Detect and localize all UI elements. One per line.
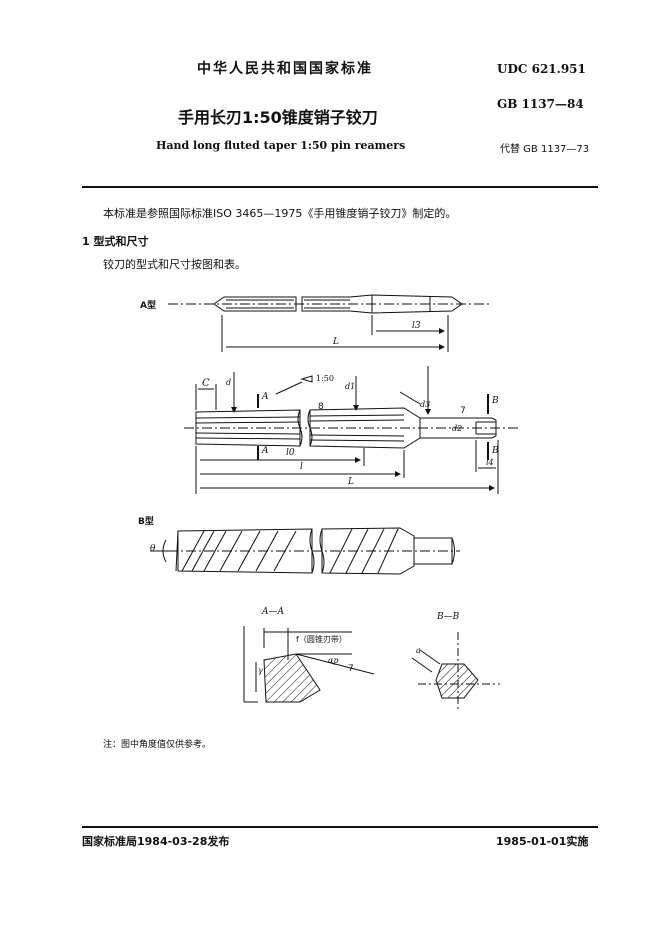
l-label: l: [300, 462, 303, 472]
footer-rule: [82, 826, 598, 828]
section-b-b: [411, 632, 500, 712]
issue-date: 国家标准局1984-03-28发布: [82, 835, 230, 848]
section-a-bottom-label: A: [262, 446, 269, 456]
type-a-overview: [168, 294, 490, 352]
diameter-d1-label: d1: [345, 382, 356, 391]
l0-label: l0: [286, 448, 295, 458]
gamma-label: γ: [258, 666, 263, 675]
type-b-overview: [150, 527, 460, 575]
alpha-label: αp: [328, 656, 339, 665]
main-reamer: [184, 366, 520, 494]
diameter-d3-label: d3: [420, 400, 431, 409]
page-title: 手用长刃1:50锥度销子铰刀: [178, 108, 378, 127]
type-b-label: B型: [138, 517, 154, 527]
overall-length-label: L: [348, 477, 354, 487]
figure-note: 注：图中角度值仅供参考。: [103, 740, 212, 750]
section-b-b-title: B—B: [437, 612, 460, 622]
type-a-label: A型: [140, 301, 156, 311]
diameter-d-label: d: [226, 378, 232, 387]
l4-label: l4: [486, 458, 494, 467]
section-a-a-title: A—A: [262, 607, 284, 617]
english-title: Hand long fluted taper 1:50 pin reamers: [156, 139, 406, 152]
replaces-note: 代替 GB 1137—73: [500, 144, 590, 155]
square-a-label: a: [416, 646, 421, 655]
margin-label: f（圆锥刃带）: [296, 635, 347, 644]
overall-length-a-label: L: [333, 337, 339, 347]
taper-label: 1:50: [316, 374, 334, 383]
intro-paragraph: 本标准是参照国际标准ISO 3465—1975《手用锥度销子铰刀》制定的。: [103, 207, 457, 220]
roughness-7-label: 7: [460, 406, 466, 416]
section-a-a: [243, 626, 375, 703]
chamfer-c-label: C: [202, 378, 210, 389]
roughness-7-section-label: 7: [348, 664, 354, 674]
theta-label: θ: [150, 544, 156, 554]
section-b-top-label: B: [492, 396, 499, 406]
udc-number: UDC 621.951: [497, 62, 586, 76]
diameter-d2-label: d2: [452, 424, 463, 433]
effective-date: 1985-01-01实施: [496, 835, 589, 848]
section-heading: 1 型式和尺寸: [82, 235, 149, 248]
l3-label: l3: [412, 321, 421, 331]
header-rule: [82, 186, 598, 188]
roughness-8-label: 8: [318, 402, 324, 412]
gb-number: GB 1137—84: [497, 97, 584, 111]
section-a-top-label: A: [262, 392, 269, 402]
issuing-org: 中华人民共和国国家标准: [197, 61, 373, 77]
section-b-bottom-label: B: [492, 446, 499, 456]
section-text: 铰刀的型式和尺寸按图和表。: [103, 258, 246, 271]
